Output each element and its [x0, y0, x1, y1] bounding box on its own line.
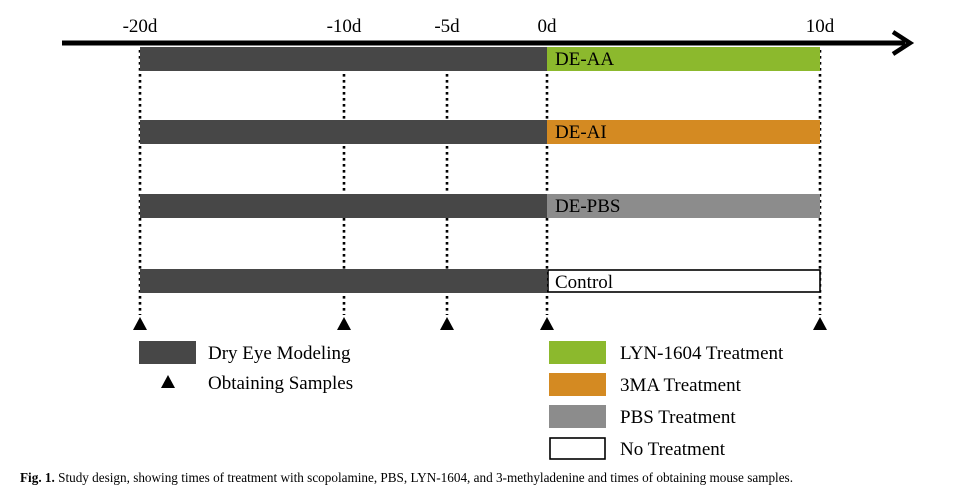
legend-swatch-pbs — [549, 405, 606, 428]
legend-label-dry-eye-modeling: Dry Eye Modeling — [208, 343, 351, 364]
legend-label-pbs: PBS Treatment — [620, 407, 736, 428]
tick-labels: -20d -10d -5d 0d 10d — [123, 16, 835, 37]
group-de-ai: DE-AI — [140, 120, 820, 144]
group-de-aa: DE-AA — [140, 47, 820, 71]
modeling-bar-de-ai — [140, 120, 547, 144]
sample-markers — [133, 317, 827, 330]
dotted-guide-lines — [138, 50, 822, 315]
legend-swatch-lyn — [549, 341, 606, 364]
legend-swatch-3ma — [549, 373, 606, 396]
group-label-de-pbs: DE-PBS — [555, 196, 620, 217]
legend-swatch-none — [549, 437, 606, 460]
modeling-bar-de-pbs — [140, 194, 547, 218]
legend-left: Dry Eye Modeling Obtaining Samples — [139, 341, 353, 394]
figure-caption: Fig. 1. Study design, showing times of t… — [20, 470, 960, 486]
modeling-bar-de-aa — [140, 47, 547, 71]
legend-swatch-dry-eye-modeling — [139, 341, 196, 364]
legend-label-obtaining-samples: Obtaining Samples — [208, 373, 353, 394]
tick-label-0d: 0d — [538, 16, 558, 37]
tick-label-minus-5d: -5d — [434, 16, 460, 37]
tick-label-minus-20d: -20d — [123, 16, 158, 37]
sample-triangle-icon — [813, 317, 827, 330]
group-de-pbs: DE-PBS — [140, 194, 820, 218]
sample-triangle-icon — [133, 317, 147, 330]
treatment-bar-control — [547, 269, 821, 293]
group-label-de-aa: DE-AA — [555, 49, 614, 70]
treatment-bar-de-ai — [547, 120, 820, 144]
legend-label-3ma: 3MA Treatment — [620, 375, 742, 396]
sample-triangle-icon — [440, 317, 454, 330]
modeling-bar-control — [140, 269, 547, 293]
caption-label: Fig. 1. — [20, 470, 55, 485]
caption-text: Study design, showing times of treatment… — [58, 470, 793, 485]
legend-label-lyn: LYN-1604 Treatment — [620, 343, 784, 364]
group-label-de-ai: DE-AI — [555, 122, 607, 143]
group-label-control: Control — [555, 272, 613, 293]
legend-right: LYN-1604 Treatment 3MA Treatment PBS Tre… — [549, 341, 784, 460]
treatment-bar-de-aa — [547, 47, 820, 71]
legend-label-none: No Treatment — [620, 439, 726, 460]
group-control: Control — [140, 269, 821, 293]
sample-triangle-icon — [337, 317, 351, 330]
treatment-bar-de-pbs — [547, 194, 820, 218]
tick-label-minus-10d: -10d — [327, 16, 362, 37]
tick-label-10d: 10d — [806, 16, 835, 37]
timeline-arrowhead-icon — [891, 30, 915, 56]
sample-triangle-icon — [540, 317, 554, 330]
legend-triangle-icon — [161, 375, 175, 388]
